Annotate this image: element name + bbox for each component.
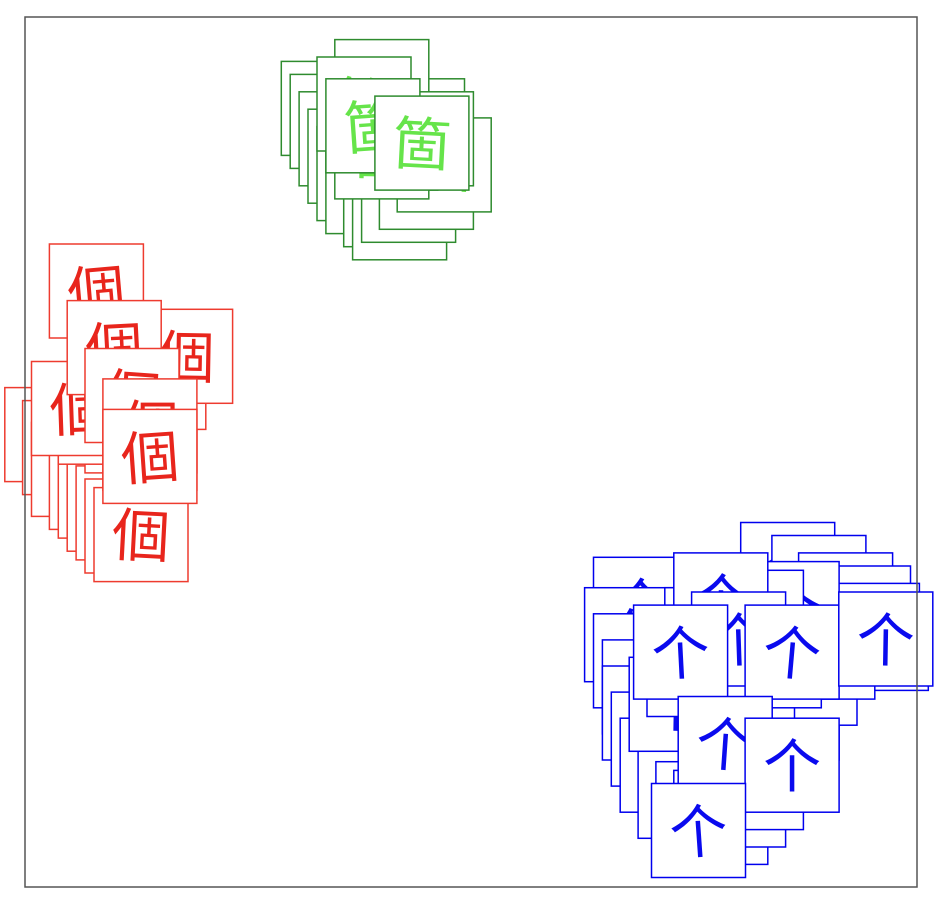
axes-frame <box>24 16 918 888</box>
thumbnail-point: 个 <box>744 717 840 813</box>
thumbnail-frame <box>744 604 840 700</box>
thumbnail-point: 个 <box>650 782 747 879</box>
thumbnail-glyph: 个 <box>667 797 730 869</box>
thumbnail-frame <box>374 95 470 191</box>
thumbnail-glyph: 个 <box>856 606 915 675</box>
thumbnail-frame <box>102 408 198 505</box>
thumbnail-frame <box>650 782 747 879</box>
thumbnail-point: 个 <box>744 604 840 700</box>
thumbnail-point: 箇 <box>374 95 470 191</box>
thumbnail-point: 個 <box>102 408 198 505</box>
thumbnail-frame <box>744 717 840 813</box>
thumbnail-glyph: 個 <box>110 501 171 572</box>
thumbnail-glyph: 個 <box>119 422 182 494</box>
thumbnail-glyph: 个 <box>760 618 824 691</box>
thumbnail-glyph: 个 <box>650 619 711 690</box>
thumbnail-point: 个 <box>838 591 934 687</box>
thumbnail-point: 个 <box>632 604 729 700</box>
thumbnail-glyph: 箇 <box>391 110 452 181</box>
thumbnail-glyph: 个 <box>763 733 821 801</box>
points-layer: 個個個個個個個個個個個個個個個個個個個個箇箇箇箇箇箇箇箇箇箇箇箇箇箇箇箇箇箇箇个… <box>4 38 934 879</box>
